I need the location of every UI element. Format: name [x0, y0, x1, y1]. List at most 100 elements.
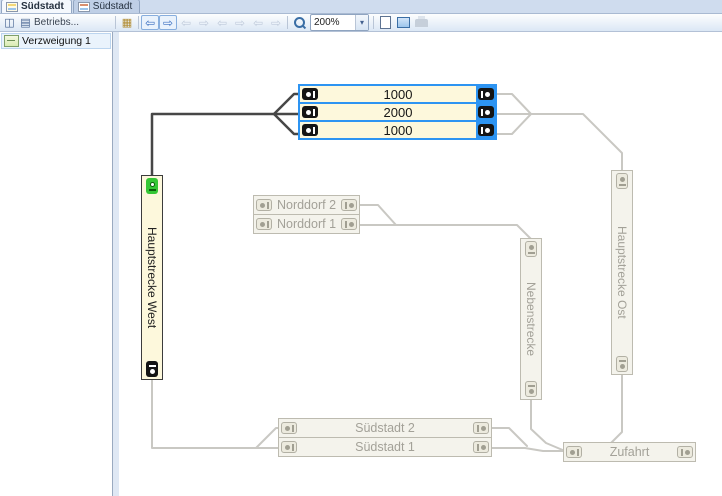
- tab-bar: Südstadt Südstadt: [0, 0, 722, 14]
- block-label: Norddorf 2: [276, 197, 337, 212]
- track-line: [151, 379, 279, 449]
- block-label: Hauptstrecke West: [145, 226, 159, 329]
- track-diagram-icon: [6, 1, 18, 12]
- block-hauptstrecke-west[interactable]: Hauptstrecke West: [141, 175, 163, 380]
- block-label: 1000: [383, 86, 413, 102]
- zufahrt-block-group: Zufahrt: [563, 442, 696, 462]
- block-label: Südstadt 2: [355, 420, 415, 435]
- toolbar-separator: [115, 16, 116, 29]
- selected-endcap[interactable]: [476, 104, 495, 120]
- track-line: [395, 224, 532, 240]
- main-toolbar: ◫ ▤ Betriebs... ▦ ⇦ ⇨ ⇦ ⇨ ⇦ ⇨ ⇦ ⇨ 200% ▾: [0, 14, 722, 32]
- zoom-dropdown-button[interactable]: ▾: [355, 15, 368, 30]
- block-row-suedstadt-1[interactable]: Südstadt 1: [278, 437, 492, 457]
- signal-icon-left[interactable]: [302, 124, 318, 136]
- signal-icon-right[interactable]: [473, 441, 489, 453]
- track-line: [491, 447, 564, 452]
- track-line: [530, 113, 623, 171]
- toolbar-separator: [373, 16, 374, 29]
- scroll-right-button[interactable]: ⇨: [267, 15, 285, 30]
- block-row-1000-b[interactable]: 1000: [298, 120, 497, 140]
- panel-layers-button[interactable]: ▤: [18, 15, 33, 30]
- norddorf-block-group: Norddorf 2 Norddorf 1: [253, 195, 360, 234]
- block-nebenstrecke[interactable]: Nebenstrecke: [520, 238, 542, 400]
- tree-item-verzweigung-1[interactable]: Verzweigung 1: [1, 33, 111, 49]
- signal-icon-right[interactable]: [477, 124, 494, 136]
- track-diagram-canvas[interactable]: 1000 2000 1000: [119, 32, 722, 496]
- track-line: [496, 113, 532, 135]
- signal-icon-left[interactable]: [256, 199, 272, 211]
- diagram-properties-button[interactable]: [394, 15, 412, 30]
- signal-icon-right[interactable]: [473, 422, 489, 434]
- toolbar-separator: [138, 16, 139, 29]
- tree-item-label: Verzweigung 1: [22, 35, 91, 47]
- zoom-button[interactable]: [290, 15, 308, 30]
- view-forward-button[interactable]: ⇨: [159, 15, 177, 30]
- document-icon: [379, 16, 391, 29]
- signal-icon-left[interactable]: [281, 441, 297, 453]
- signal-icon-right[interactable]: [341, 199, 357, 211]
- block-label: 2000: [383, 104, 413, 120]
- view-back-button[interactable]: ⇦: [141, 15, 159, 30]
- branch-diagram-icon: [4, 35, 19, 47]
- block-row-suedstadt-2[interactable]: Südstadt 2: [278, 418, 492, 438]
- suedstadt-block-group: Südstadt 2 Südstadt 1: [278, 418, 492, 457]
- track-line: [359, 204, 397, 226]
- jump-left-button[interactable]: ⇦: [213, 15, 231, 30]
- signal-icon-left[interactable]: [302, 88, 318, 100]
- signal-icon-right[interactable]: [677, 446, 693, 458]
- scroll-left-button[interactable]: ⇦: [249, 15, 267, 30]
- signal-icon-top[interactable]: [525, 241, 537, 257]
- signal-icon-right[interactable]: [477, 88, 494, 100]
- signal-icon-bottom[interactable]: [146, 361, 158, 377]
- top-block-group: 1000 2000 1000: [298, 84, 497, 140]
- panel-select-button[interactable]: ◫: [2, 15, 17, 30]
- tab-suedstadt-1[interactable]: Südstadt: [1, 0, 72, 13]
- block-label: Südstadt 1: [355, 439, 415, 454]
- track-line: [530, 399, 566, 452]
- print-button[interactable]: [412, 15, 430, 30]
- block-row-zufahrt[interactable]: Zufahrt: [563, 442, 696, 462]
- panel-splitter[interactable]: [113, 32, 119, 496]
- block-row-norddorf-1[interactable]: Norddorf 1: [253, 214, 360, 234]
- printer-icon: [414, 15, 428, 27]
- page-left-button[interactable]: ⇦: [177, 15, 195, 30]
- signal-icon-bottom[interactable]: [525, 381, 537, 397]
- magnifier-icon: [293, 17, 305, 28]
- zoom-combobox[interactable]: 200% ▾: [310, 14, 369, 31]
- signal-icon-left[interactable]: [281, 422, 297, 434]
- block-hauptstrecke-ost[interactable]: Hauptstrecke Ost: [611, 170, 633, 375]
- block-row-norddorf-2[interactable]: Norddorf 2: [253, 195, 360, 215]
- signal-icon-left[interactable]: [256, 218, 272, 230]
- signal-icon-left[interactable]: [566, 446, 582, 458]
- zoom-value[interactable]: 200%: [314, 17, 340, 28]
- signal-icon-bottom[interactable]: [616, 356, 628, 372]
- panel-toolbar: ◫ ▤ Betriebs...: [0, 15, 113, 30]
- active-track-line: [272, 112, 300, 136]
- jump-right-button[interactable]: ⇨: [231, 15, 249, 30]
- diagram-icon: [396, 17, 410, 28]
- stations-panel: Verzweigung 1: [0, 32, 113, 496]
- signal-icon-right[interactable]: [341, 218, 357, 230]
- block-row-2000[interactable]: 2000: [298, 102, 497, 122]
- tab-label: Südstadt: [92, 1, 133, 12]
- tab-label: Südstadt: [21, 1, 64, 12]
- active-track-line: [150, 112, 300, 177]
- page-right-button[interactable]: ⇨: [195, 15, 213, 30]
- selected-endcap[interactable]: [476, 86, 495, 102]
- selected-endcap[interactable]: [476, 122, 495, 138]
- block-label: Norddorf 1: [276, 216, 337, 231]
- tab-suedstadt-2[interactable]: Südstadt: [72, 0, 141, 13]
- signal-icon-green-top[interactable]: [146, 178, 158, 194]
- signal-icon-top[interactable]: [616, 173, 628, 189]
- signal-icon-right[interactable]: [477, 106, 494, 118]
- panel-caption: Betriebs...: [34, 17, 80, 28]
- track-line: [255, 427, 279, 449]
- overview-button[interactable]: ▦: [118, 15, 136, 30]
- signal-icon-left[interactable]: [302, 106, 318, 118]
- new-view-button[interactable]: [376, 15, 394, 30]
- track-lines-layer: [150, 92, 623, 452]
- block-label: Zufahrt: [609, 444, 650, 459]
- block-row-1000-a[interactable]: 1000: [298, 84, 497, 104]
